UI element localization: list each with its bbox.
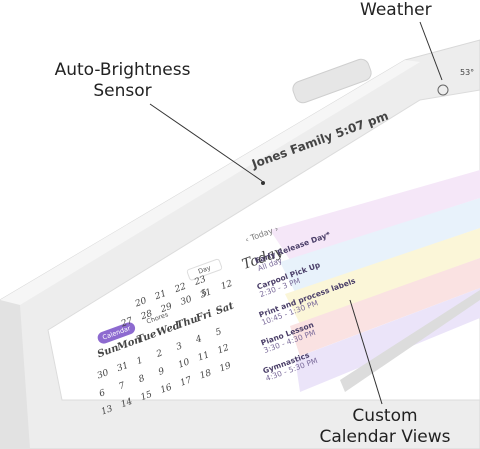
leader-auto — [149, 103, 263, 182]
event-stripe-4 — [290, 258, 480, 356]
weather-callout: Weather — [360, 0, 432, 20]
sensor-dot — [261, 181, 265, 185]
custom-views-callout: Custom Calendar Views — [319, 406, 451, 447]
frame-lower-edge — [340, 290, 480, 392]
event-stripe-3 — [285, 228, 480, 324]
device-side-edge — [0, 300, 30, 449]
weather-temp: 53° — [460, 68, 475, 77]
auto-brightness-callout: Auto-Brightness Sensor — [54, 60, 191, 101]
event-stripe-5 — [295, 288, 480, 392]
leader-weather — [419, 21, 443, 81]
leader-custom — [349, 299, 383, 405]
device-top-edge — [0, 60, 420, 305]
brightness-sensor — [292, 58, 372, 104]
event-stripe-2 — [280, 198, 480, 292]
cloud-icon — [437, 84, 449, 96]
event-stripe-1 — [270, 170, 480, 260]
